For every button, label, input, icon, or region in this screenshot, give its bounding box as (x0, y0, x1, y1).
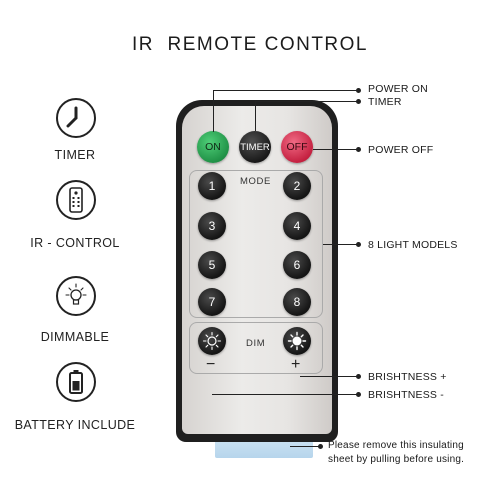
callout-brightness-plus: BRISHTNESS + (368, 371, 447, 383)
feature-label-ir-control: IR - CONTROL (30, 236, 120, 250)
callout-note-line1: Please remove this insulating (328, 440, 464, 451)
callout-line-power-on (213, 90, 358, 91)
brightness-minus-button[interactable] (198, 327, 226, 355)
callout-brightness-minus: BRISHTNESS - (368, 389, 444, 401)
callout-line-power-off (313, 149, 358, 150)
remote-icon (56, 180, 96, 220)
callout-line-note (290, 446, 320, 447)
plus-sign: + (291, 356, 301, 373)
callout-line-brightness-plus (300, 376, 358, 377)
callout-dot-brightness-plus (356, 374, 361, 379)
callout-power-off: POWER OFF (368, 144, 434, 156)
callout-line-timer-v (255, 101, 256, 131)
dim-label: DIM (246, 338, 266, 349)
feature-label-dimmable: DIMMABLE (40, 330, 110, 344)
callout-timer: TIMER (368, 96, 402, 108)
callout-dot-light-models (356, 242, 361, 247)
mode-button-4[interactable]: 4 (283, 212, 311, 240)
callout-line-light-models (323, 244, 358, 245)
callout-line-timer (255, 101, 358, 102)
page-title: IR REMOTE CONTROL (131, 34, 368, 55)
mode-button-7[interactable]: 7 (198, 288, 226, 316)
on-button[interactable]: ON (197, 131, 229, 163)
callout-dot-brightness-minus (356, 392, 361, 397)
dim-panel (189, 322, 323, 374)
mode-button-1[interactable]: 1 (198, 172, 226, 200)
mode-panel (189, 170, 323, 318)
minus-sign: − (206, 356, 216, 373)
callout-dot-timer (356, 99, 361, 104)
timer-button[interactable]: TIMER (239, 131, 271, 163)
mode-button-8[interactable]: 8 (283, 288, 311, 316)
feature-label-timer: TIMER (54, 148, 96, 162)
sun-filled-icon (287, 331, 307, 351)
mode-button-3[interactable]: 3 (198, 212, 226, 240)
callout-dot-power-on (356, 88, 361, 93)
callout-note-line2: sheet by pulling before using. (328, 454, 465, 465)
callout-dot-power-off (356, 147, 361, 152)
mode-button-2[interactable]: 2 (283, 172, 311, 200)
callout-line-brightness-minus (212, 394, 358, 395)
callout-dot-note (318, 444, 323, 449)
off-button[interactable]: OFF (281, 131, 313, 163)
feature-label-battery: BATTERY INCLUDE (14, 418, 136, 432)
sun-outline-icon (202, 331, 222, 351)
clock-icon (56, 98, 96, 138)
callout-light-models: 8 LIGHT MODELS (368, 239, 458, 251)
mode-label: MODE (240, 176, 271, 187)
battery-icon (56, 362, 96, 402)
brightness-plus-button[interactable] (283, 327, 311, 355)
callout-power-on: POWER ON (368, 83, 428, 95)
mode-button-5[interactable]: 5 (198, 251, 226, 279)
bulb-icon (56, 276, 96, 316)
mode-button-6[interactable]: 6 (283, 251, 311, 279)
callout-line-power-on-v (213, 90, 214, 132)
